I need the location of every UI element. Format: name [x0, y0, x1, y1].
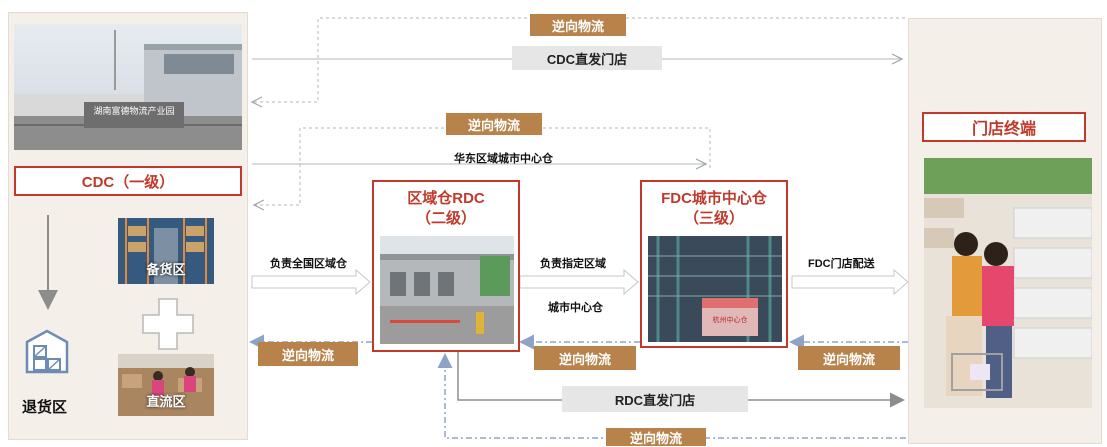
store-title-text: 门店终端 [971, 121, 1036, 138]
fdc-warehouse-photo: 杭州中心仓 [648, 236, 782, 342]
national-block-arrow [251, 268, 371, 296]
top-reverse-line [252, 17, 905, 102]
stock-zone-photo: 备货区 [118, 218, 214, 284]
designated-label-1: 负责指定区域 [540, 258, 606, 270]
fdc-title-line2: （三级） [683, 210, 744, 227]
designated-label-2: 城市中心仓 [548, 302, 603, 314]
east-china-label: 华东区域城市中心仓 [454, 153, 553, 165]
fdc-box: FDC城市中心仓 （三级） 杭州中心仓 [640, 180, 788, 348]
return-zone-label: 退货区 [22, 399, 68, 416]
designated-block-arrow [519, 268, 639, 296]
cdc-title: CDC（一级） [14, 166, 242, 196]
rdc-direct-line [457, 352, 905, 408]
mid-reverse-line [254, 127, 711, 205]
rdc-building-photo [380, 236, 514, 344]
fdc-block-arrow [791, 268, 909, 296]
direct-zone-label: 直流区 [146, 394, 186, 409]
reverse-tag-top: 逆向物流 [530, 14, 626, 36]
plus-cross-icon [142, 298, 194, 350]
reverse-tag-fdc-rdc: 逆向物流 [534, 346, 636, 370]
rdc-box: 区域仓RDC （二级） [372, 180, 520, 352]
store-shopping-photo [924, 158, 1092, 408]
store-title: 门店终端 [922, 112, 1086, 142]
direct-zone-photo: 直流区 [118, 354, 214, 416]
reverse-tag-store-fdc: 逆向物流 [798, 346, 900, 370]
rdc-direct-tag: RDC直发门店 [562, 386, 748, 412]
fdc-sign-text: 杭州中心仓 [713, 315, 748, 324]
reverse-tag-rdc-cdc: 逆向物流 [258, 342, 358, 366]
return-warehouse-icon [25, 329, 69, 374]
reverse-tag-bottom: 逆向物流 [606, 428, 706, 446]
cdc-building-photo: 湖南富德物流产业园 [14, 24, 242, 150]
fdc-delivery-label: FDC门店配送 [808, 258, 875, 270]
reverse-tag-mid: 逆向物流 [446, 113, 542, 135]
stock-zone-label: 备货区 [146, 262, 186, 277]
fdc-title-line1: FDC城市中心仓 [661, 190, 767, 207]
rdc-title-line1: 区域仓RDC [407, 190, 485, 207]
cdc-sign-text: 湖南富德物流产业园 [93, 105, 174, 116]
cdc-direct-tag: CDC直发门店 [512, 46, 662, 70]
rdc-title-line2: （二级） [415, 210, 476, 227]
cdc-title-text: CDC（一级） [81, 173, 175, 191]
national-rdc-label: 负责全国区域仓 [270, 258, 347, 270]
